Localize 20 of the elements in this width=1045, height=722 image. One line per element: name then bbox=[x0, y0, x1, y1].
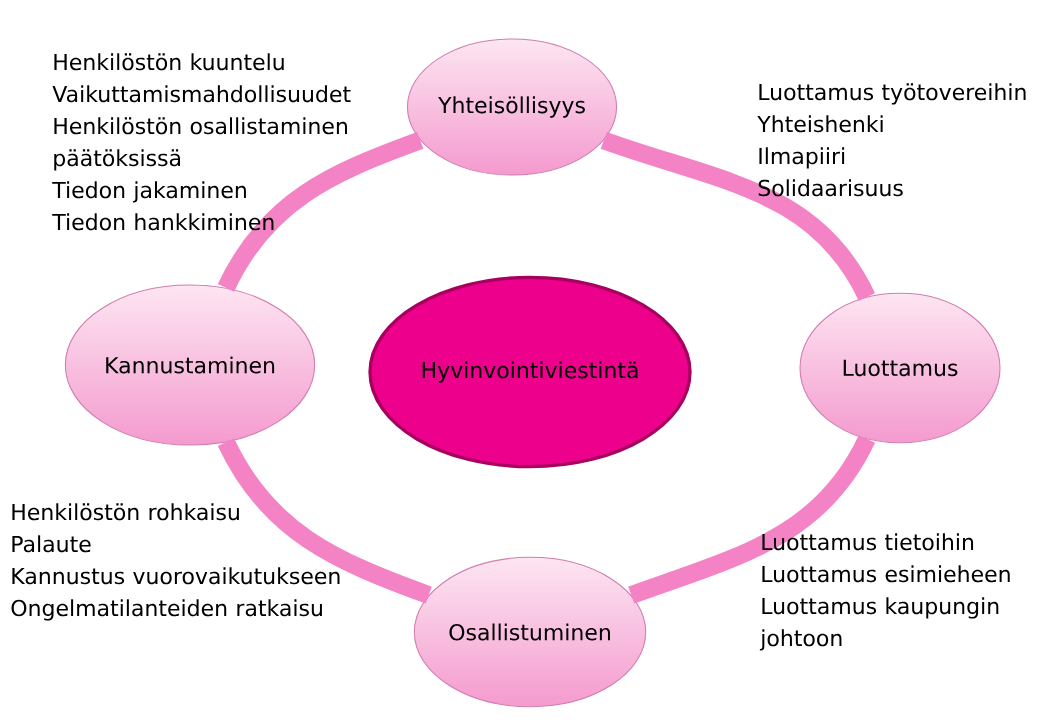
list-item: Yhteishenki bbox=[757, 115, 883, 133]
ring-arc bbox=[628, 434, 875, 604]
list-item: Palaute bbox=[12, 535, 91, 553]
list-item: Luottamus tietoihin bbox=[762, 533, 974, 551]
list-item: Henkilöstön osallistaminen päätöksissä bbox=[54, 117, 347, 171]
ring-arc bbox=[217, 438, 432, 604]
list-item: Luottamus työtovereihin bbox=[759, 83, 1026, 105]
list-item: Henkilöstön rohkaisu bbox=[12, 503, 239, 521]
list-item: Kannustus vuorovaikutukseen bbox=[12, 567, 340, 585]
list-item: Solidaarisuus bbox=[758, 179, 903, 197]
list-item: Vaikuttamismahdollisuudet bbox=[52, 85, 351, 103]
list-item: Ilmapiiri bbox=[759, 147, 845, 169]
list-item: Tiedon jakaminen bbox=[52, 181, 246, 203]
list-item: Luottamus esimieheen bbox=[762, 565, 1010, 583]
list-item: Ongelmatilanteiden ratkaisu bbox=[11, 599, 322, 621]
list-item: Henkilöstön kuuntelu bbox=[54, 53, 284, 71]
ring-arc bbox=[218, 131, 424, 292]
ring-arc bbox=[600, 131, 875, 302]
list-item: Luottamus kaupungin johtoon bbox=[759, 597, 999, 651]
list-item: Tiedon hankkiminen bbox=[52, 213, 274, 231]
